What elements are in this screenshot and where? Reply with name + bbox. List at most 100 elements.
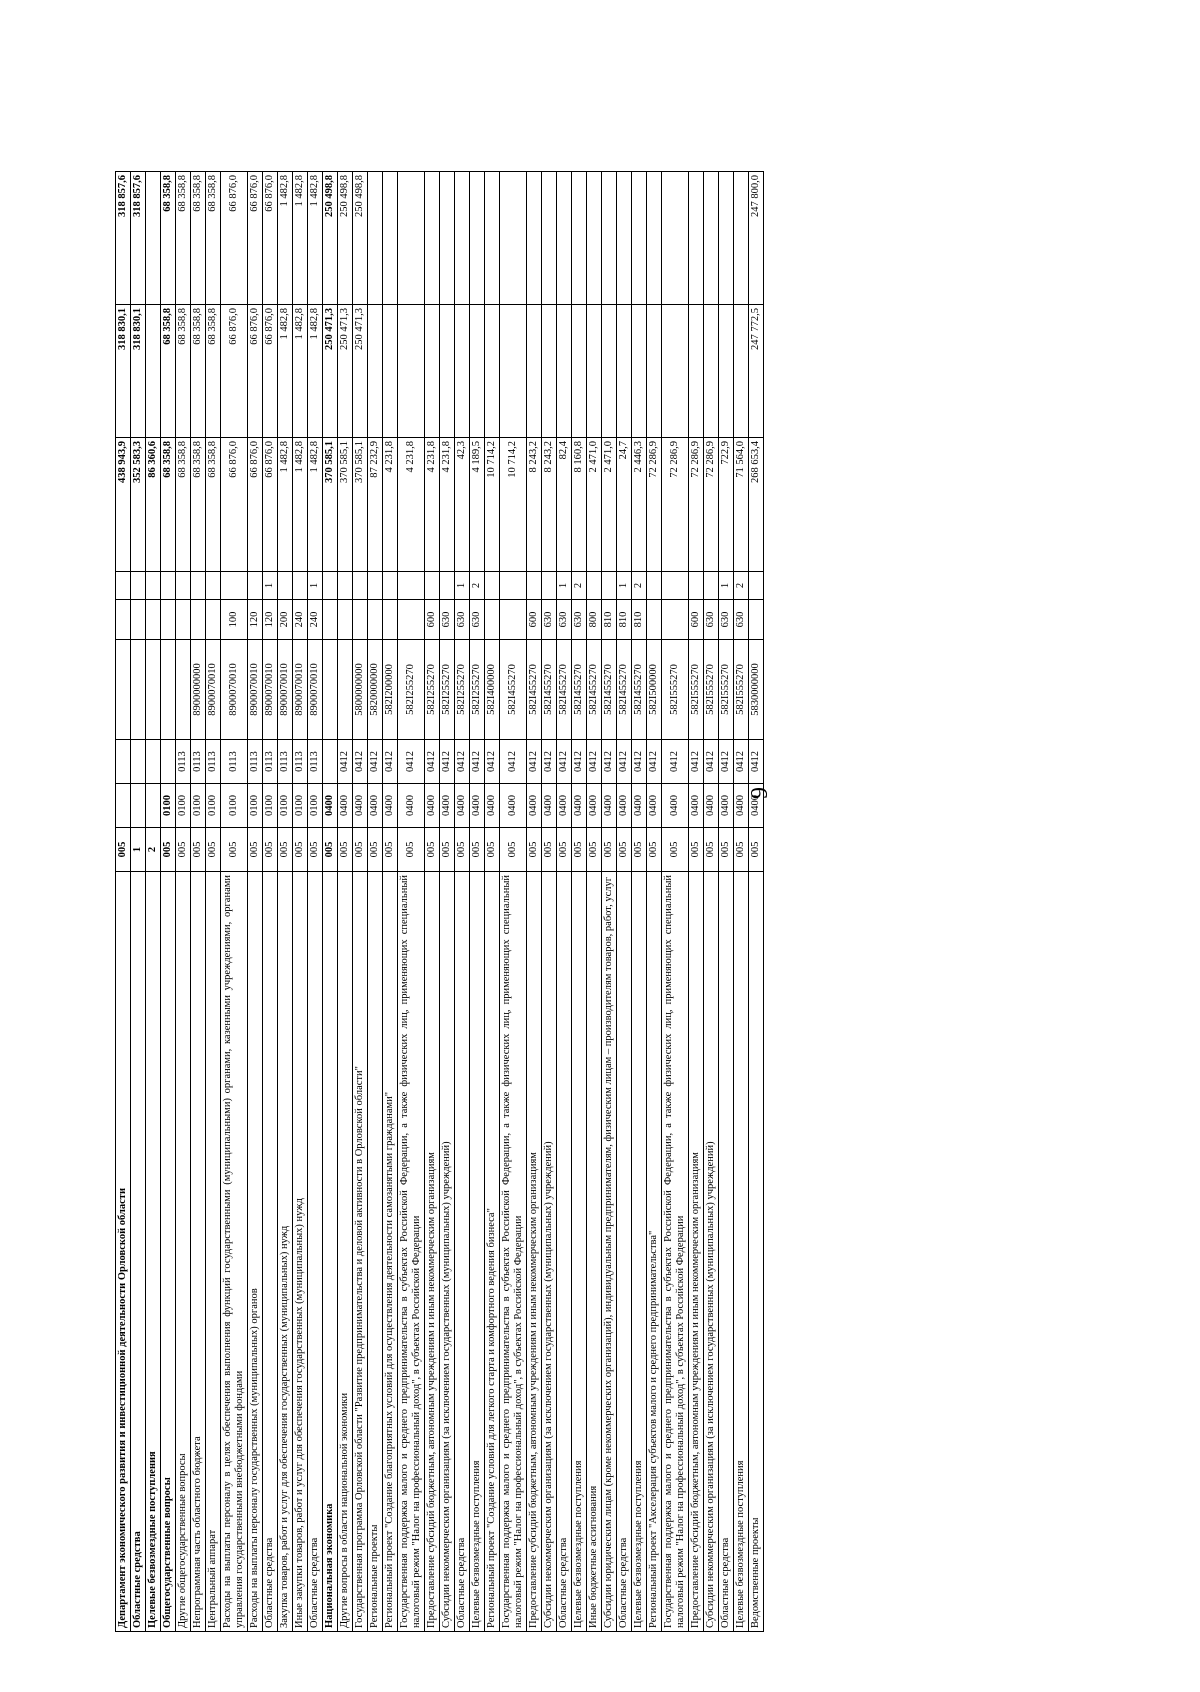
row-amount-1: 370 585,1: [352, 437, 368, 572]
row-amount-1: 72 286,9: [646, 437, 662, 572]
row-amount-3: [586, 171, 602, 305]
row-amount-3: [367, 171, 383, 305]
row-subsection-code: 0113: [247, 739, 263, 784]
row-amount-1: 66 876,0: [247, 437, 263, 572]
row-amount-2: 250 471,3: [322, 304, 338, 438]
row-name: Региональный проект "Акселерация субъект…: [646, 871, 662, 1632]
row-source-mark: [382, 571, 398, 600]
row-expense-type-code: [160, 599, 176, 640]
row-grbs-code: 005: [526, 827, 542, 872]
budget-table-body: Департамент экономического развития и ин…: [115, 171, 764, 1632]
row-section-code: 0400: [661, 783, 689, 828]
row-target-article-code: 582I455270: [526, 639, 542, 740]
row-expense-type-code: [382, 599, 398, 640]
row-expense-type-code: 630: [439, 599, 455, 640]
row-target-article-code: 8900070010: [307, 639, 323, 740]
row-amount-2: [571, 304, 587, 438]
row-amount-1: 8 243,2: [526, 437, 542, 572]
row-grbs-code: 005: [175, 827, 191, 872]
row-grbs-code: 005: [616, 827, 632, 872]
row-amount-2: [526, 304, 542, 438]
row-grbs-code: 005: [661, 827, 689, 872]
row-target-article-code: 582I555270: [688, 639, 704, 740]
row-expense-type-code: 600: [526, 599, 542, 640]
row-grbs-code: 2: [145, 827, 161, 872]
row-grbs-code: 005: [748, 827, 764, 872]
row-amount-2: 68 358,8: [175, 304, 191, 438]
row-target-article-code: 582I255270: [469, 639, 485, 740]
row-amount-1: 352 583,3: [130, 437, 146, 572]
row-name: Областные средства: [130, 871, 146, 1632]
row-grbs-code: 005: [262, 827, 278, 872]
row-amount-2: [646, 304, 662, 438]
row-target-article-code: 582I455270: [616, 639, 632, 740]
row-amount-3: [616, 171, 632, 305]
row-amount-3: [424, 171, 440, 305]
row-name: Расходы на выплаты персоналу в целях обе…: [220, 871, 248, 1632]
row-amount-2: [718, 304, 734, 438]
row-subsection-code: [160, 739, 176, 784]
row-amount-3: [469, 171, 485, 305]
row-amount-2: 318 830,1: [115, 304, 131, 438]
row-target-article-code: 582I255270: [397, 639, 425, 740]
row-section-code: 0400: [688, 783, 704, 828]
row-expense-type-code: [205, 599, 221, 640]
table-row: Департамент экономического развития и ин…: [115, 171, 131, 1632]
row-subsection-code: 0412: [352, 739, 368, 784]
row-source-mark: [175, 571, 191, 600]
row-source-mark: [367, 571, 383, 600]
row-section-code: 0400: [439, 783, 455, 828]
row-amount-3: [733, 171, 749, 305]
row-subsection-code: [115, 739, 131, 784]
row-grbs-code: 005: [352, 827, 368, 872]
row-section-code: 0400: [646, 783, 662, 828]
row-target-article-code: 582I555270: [703, 639, 719, 740]
row-section-code: 0100: [292, 783, 308, 828]
row-grbs-code: 005: [247, 827, 263, 872]
table-row: Другие вопросы в области национальной эк…: [337, 171, 353, 1632]
row-amount-1: 370 585,1: [322, 437, 338, 572]
row-subsection-code: 0412: [541, 739, 557, 784]
row-target-article-code: 582I555270: [733, 639, 749, 740]
row-amount-3: [484, 171, 500, 305]
row-name: Региональный проект "Создание благоприят…: [382, 871, 398, 1632]
row-amount-2: 1 482,8: [292, 304, 308, 438]
row-subsection-code: 0412: [337, 739, 353, 784]
row-subsection-code: [130, 739, 146, 784]
row-target-article-code: 8900070010: [262, 639, 278, 740]
row-expense-type-code: 800: [586, 599, 602, 640]
row-amount-1: 68 358,8: [205, 437, 221, 572]
row-expense-type-code: [484, 599, 500, 640]
row-source-mark: [439, 571, 455, 600]
row-name: Государственная программа Орловской обла…: [352, 871, 368, 1632]
row-section-code: 0400: [718, 783, 734, 828]
row-amount-1: 8 160,8: [571, 437, 587, 572]
row-expense-type-code: 630: [733, 599, 749, 640]
row-amount-1: 4 231,8: [382, 437, 398, 572]
row-amount-1: 722,9: [718, 437, 734, 572]
row-amount-1: 66 876,0: [220, 437, 248, 572]
row-amount-1: 268 653,4: [748, 437, 764, 572]
row-source-mark: [397, 571, 425, 600]
row-name: Целевые безвозмездные поступления: [631, 871, 647, 1632]
row-subsection-code: 0412: [748, 739, 764, 784]
row-subsection-code: 0412: [499, 739, 527, 784]
row-grbs-code: 005: [190, 827, 206, 872]
row-amount-1: 10 714,2: [499, 437, 527, 572]
row-subsection-code: 0412: [571, 739, 587, 784]
row-source-mark: [247, 571, 263, 600]
row-source-mark: 1: [454, 571, 470, 600]
row-amount-1: 87 232,9: [367, 437, 383, 572]
row-name: Субсидии некоммерческим организациям (за…: [541, 871, 557, 1632]
row-grbs-code: 005: [454, 827, 470, 872]
row-subsection-code: 0113: [262, 739, 278, 784]
row-amount-2: 1 482,8: [307, 304, 323, 438]
row-name: Областные средства: [307, 871, 323, 1632]
row-source-mark: [541, 571, 557, 600]
row-section-code: 0400: [526, 783, 542, 828]
